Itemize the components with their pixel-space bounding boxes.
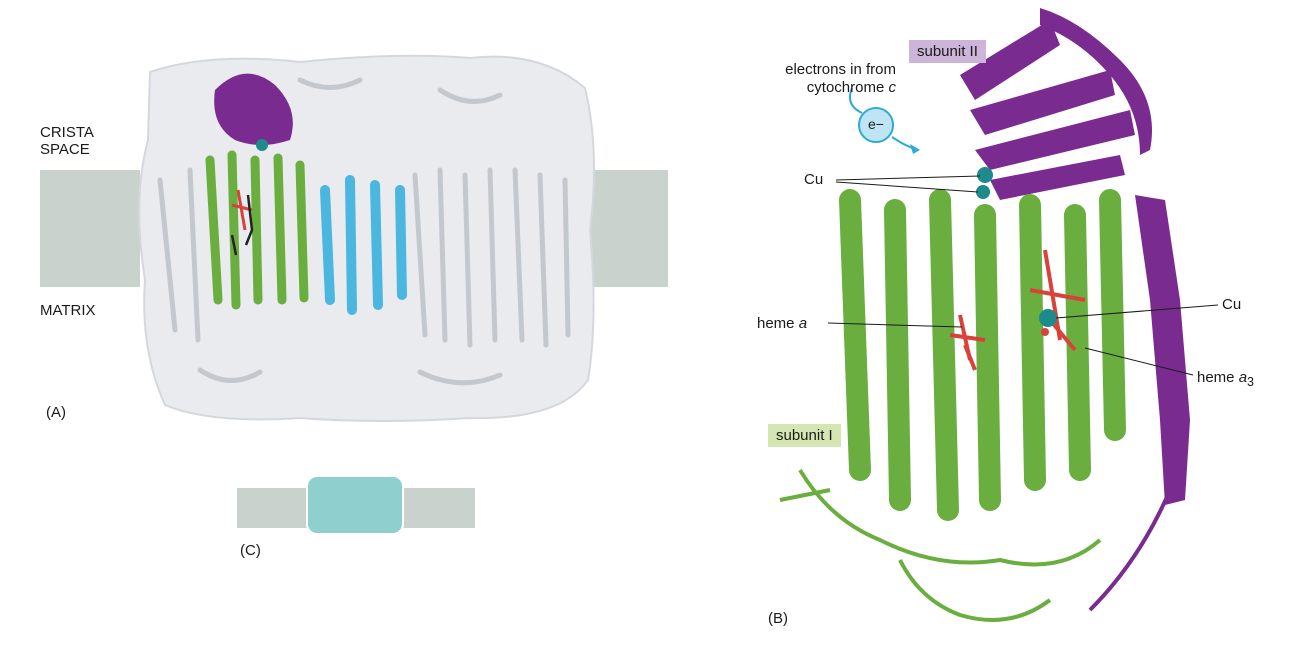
panel-c-schematic	[237, 475, 475, 535]
leader-cu-top-2	[835, 181, 979, 193]
leader-heme-a3	[1084, 347, 1194, 376]
panel-a-structure	[40, 54, 668, 422]
subunit-i-tag: subunit I	[768, 424, 841, 447]
panel-b-structure	[779, 8, 1219, 622]
subunit-ii-a	[214, 73, 293, 145]
cyan-helices	[320, 175, 407, 315]
electrons-note: electrons in from cytochrome c	[785, 44, 896, 96]
membrane-c-right	[401, 488, 475, 528]
leader-heme-a	[827, 322, 963, 328]
heme-a3-italic: a	[1238, 369, 1248, 386]
heme-a-prefix: heme	[757, 315, 799, 332]
electrons-note-text: electrons in from cytochrome	[785, 61, 896, 96]
leader-cu-right	[1055, 304, 1219, 319]
lipid-sticks	[230, 194, 254, 256]
crista-space-label: CRISTA SPACE	[40, 124, 94, 159]
cu-right-label: Cu	[1222, 296, 1242, 313]
subunit-ii-tail	[1088, 489, 1172, 612]
electron-symbol: e−	[868, 116, 884, 132]
cu-sphere-right	[1039, 309, 1057, 327]
heme-a3-prefix: heme	[1197, 369, 1239, 386]
subunit-i-loops	[779, 468, 1102, 622]
cu-sphere-top-2	[976, 185, 990, 199]
cu-top-label: Cu	[804, 171, 824, 188]
complex-box-c	[306, 475, 404, 535]
cu-sphere-right-o	[1041, 328, 1049, 336]
panel-c-label: (C)	[240, 542, 261, 559]
matrix-label: MATRIX	[40, 302, 96, 319]
electron-arrowhead	[910, 144, 920, 154]
subunit-ii-tag: subunit II	[909, 40, 986, 63]
subunit-ii-long-helix	[1135, 195, 1190, 505]
heme-a-b	[949, 314, 986, 371]
membrane-left	[40, 170, 140, 287]
subunit-i-helices-a	[205, 150, 309, 310]
heme-a3-label: heme a3	[1197, 369, 1254, 389]
complex-silhouette	[138, 54, 595, 422]
heme-a3-sub: 3	[1247, 375, 1254, 389]
gray-helices	[157, 77, 571, 386]
electrons-note-italic: c	[888, 78, 897, 96]
cu-sphere-top	[977, 167, 993, 183]
heme-a-label: heme a	[757, 315, 807, 332]
electron-badge	[858, 107, 894, 143]
panel-b-label: (B)	[768, 610, 788, 627]
cu-sphere-a	[256, 139, 268, 151]
subunit-ii-b	[960, 8, 1152, 200]
heme-a-italic: a	[798, 315, 808, 332]
panel-a-label: (A)	[46, 404, 66, 421]
leader-cu-top-1	[835, 175, 981, 181]
membrane-c-left	[237, 488, 311, 528]
heme-a3-b	[1029, 249, 1086, 352]
subunit-i-helices-b	[839, 189, 1126, 521]
leader-lines	[827, 175, 1219, 376]
